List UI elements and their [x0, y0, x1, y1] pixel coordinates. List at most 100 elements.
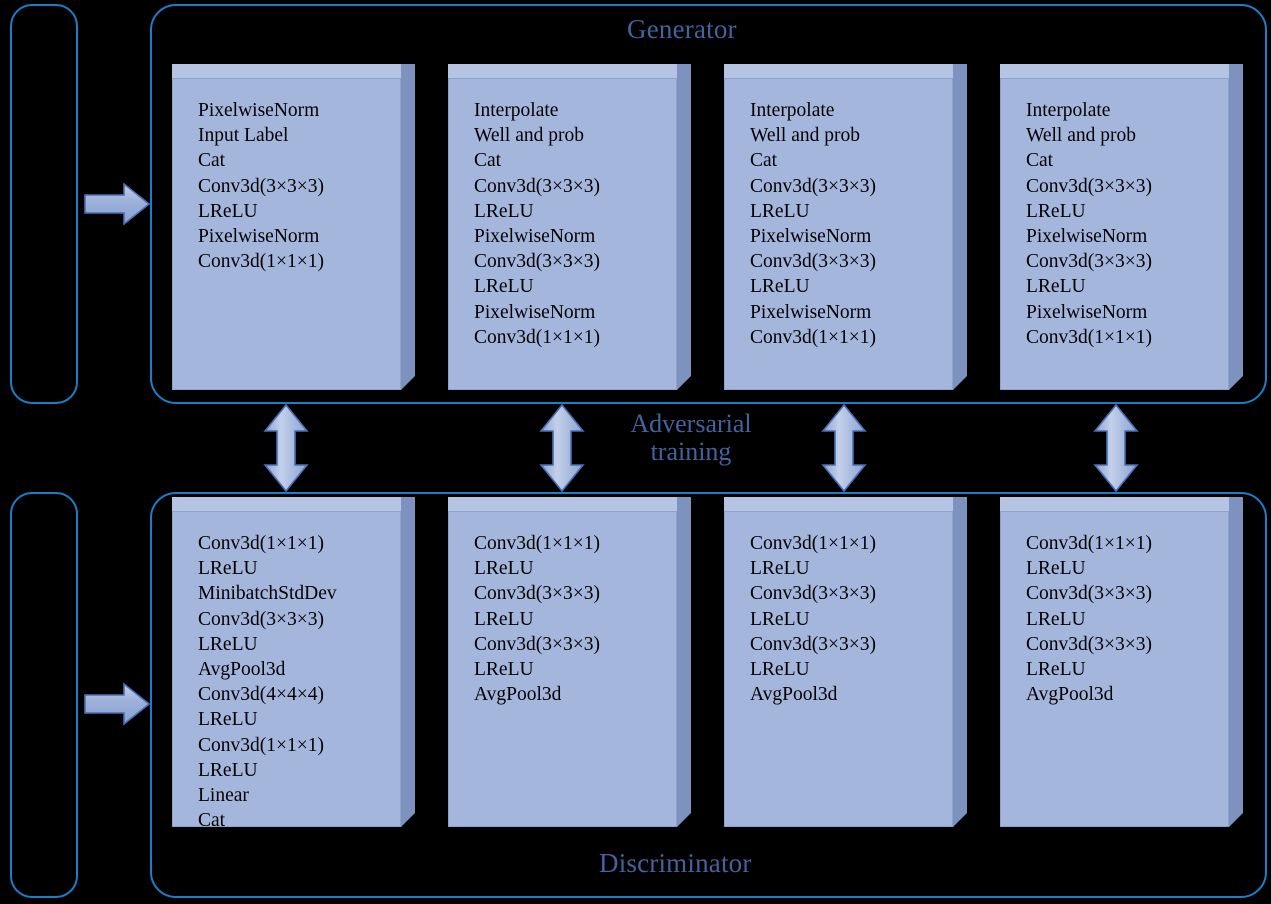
layer-line: LReLU [750, 200, 810, 222]
block-front-face [724, 511, 953, 827]
block-top-face [448, 497, 691, 512]
block-side-face [953, 64, 967, 390]
block-top-face [172, 64, 415, 79]
layer-line: LReLU [474, 276, 534, 298]
layer-line: PixelwiseNorm [474, 301, 596, 323]
layer-line: LReLU [474, 659, 534, 681]
layer-line: Conv3d(3×3×3) [1026, 251, 1152, 273]
layer-line: LReLU [1026, 608, 1086, 630]
layer-line: Conv3d(3×3×3) [750, 251, 876, 273]
block-side-face [953, 497, 967, 827]
layer-line: LReLU [1026, 276, 1086, 298]
layer-line: Conv3d(1×1×1) [198, 251, 324, 273]
block-front-face [448, 78, 677, 390]
layer-line: Conv3d(1×1×1) [1026, 326, 1152, 348]
layer-line: Input Label [198, 125, 289, 147]
discriminator-input-container [10, 492, 78, 898]
layer-line: LReLU [474, 608, 534, 630]
adversarial-training-label: Adversarial training [591, 409, 791, 466]
block-top-face [724, 64, 967, 79]
adversarial-arrow-2 [538, 404, 586, 492]
block-front-face [172, 511, 401, 827]
layer-line: AvgPool3d [474, 684, 562, 706]
layer-line: LReLU [198, 633, 258, 655]
layer-line: Conv3d(3×3×3) [198, 608, 324, 630]
layer-line: LReLU [474, 558, 534, 580]
block-side-face [401, 64, 415, 390]
layer-line: PixelwiseNorm [474, 226, 596, 248]
layer-line: Conv3d(1×1×1) [198, 533, 324, 554]
layer-line: PixelwiseNorm [750, 226, 872, 248]
generator-input-arrow [84, 182, 150, 226]
layer-line: Interpolate [1026, 100, 1111, 121]
layer-line: Conv3d(1×1×1) [474, 533, 600, 554]
layer-line: Interpolate [474, 100, 559, 121]
adversarial-training-line-1: Adversarial [630, 409, 752, 438]
layer-line: Conv3d(3×3×3) [198, 175, 324, 197]
layer-line: Conv3d(1×1×1) [198, 734, 324, 756]
layer-line: Conv3d(4×4×4) [198, 684, 324, 706]
layer-line: Well and prob [750, 125, 860, 147]
layer-line: LReLU [198, 759, 258, 781]
layer-line: LReLU [1026, 659, 1086, 681]
block-front-face [448, 511, 677, 827]
block-front-face [172, 78, 401, 390]
layer-line: Conv3d(3×3×3) [750, 583, 876, 605]
discriminator-input-arrow [84, 682, 150, 726]
layer-line: Linear [198, 785, 249, 807]
block-side-face [677, 497, 691, 827]
layer-line: LReLU [750, 659, 810, 681]
discriminator-title: Discriminator [599, 848, 752, 878]
block-front-face [1000, 511, 1229, 827]
layer-line: Well and prob [1026, 125, 1136, 147]
layer-line: Conv3d(3×3×3) [750, 633, 876, 655]
block-side-face [1229, 497, 1243, 827]
layer-line: Conv3d(1×1×1) [750, 533, 876, 554]
layer-line: LReLU [198, 200, 258, 222]
layer-line: AvgPool3d [750, 684, 838, 706]
generator-container [150, 4, 1267, 404]
discriminator-container [150, 492, 1267, 898]
layer-line: Conv3d(1×1×1) [750, 326, 876, 348]
layer-line: Conv3d(1×1×1) [474, 326, 600, 348]
layer-line: Conv3d(3×3×3) [474, 633, 600, 655]
block-top-face [1000, 64, 1243, 79]
layer-line: Cat [474, 150, 502, 172]
layer-line: Conv3d(3×3×3) [1026, 583, 1152, 605]
layer-line: Cat [750, 150, 778, 172]
layer-line: Conv3d(3×3×3) [1026, 633, 1152, 655]
adversarial-arrow-3 [820, 404, 868, 492]
layer-line: PixelwiseNorm [198, 100, 320, 121]
layer-line: Cat [198, 150, 226, 172]
layer-line: PixelwiseNorm [1026, 226, 1148, 248]
adversarial-arrow-4 [1092, 404, 1140, 492]
layer-line: PixelwiseNorm [1026, 301, 1148, 323]
layer-line: PixelwiseNorm [198, 226, 320, 248]
layer-line: Conv3d(3×3×3) [474, 175, 600, 197]
layer-line: Conv3d(3×3×3) [1026, 175, 1152, 197]
layer-line: Conv3d(1×1×1) [1026, 533, 1152, 554]
layer-line: AvgPool3d [198, 659, 286, 681]
layer-line: LReLU [1026, 200, 1086, 222]
discriminator-block-4-lines: Conv3d(1×1×1) LReLU Conv3d(3×3×3) LReLU Conv… [1000, 511, 1229, 827]
block-top-face [172, 497, 415, 512]
discriminator-block-3: Conv3d(1×1×1) LReLU Conv3d(3×3×3) LReLU Conv… [724, 497, 967, 827]
discriminator-block-3-lines: Conv3d(1×1×1) LReLU Conv3d(3×3×3) LReLU Conv… [724, 511, 953, 827]
generator-input-container [10, 4, 78, 404]
discriminator-block-4: Conv3d(1×1×1) LReLU Conv3d(3×3×3) LReLU Conv… [1000, 497, 1243, 827]
layer-line: LReLU [750, 276, 810, 298]
layer-line: Interpolate [750, 100, 835, 121]
layer-line: AvgPool3d [1026, 684, 1114, 706]
layer-line: LReLU [750, 558, 810, 580]
